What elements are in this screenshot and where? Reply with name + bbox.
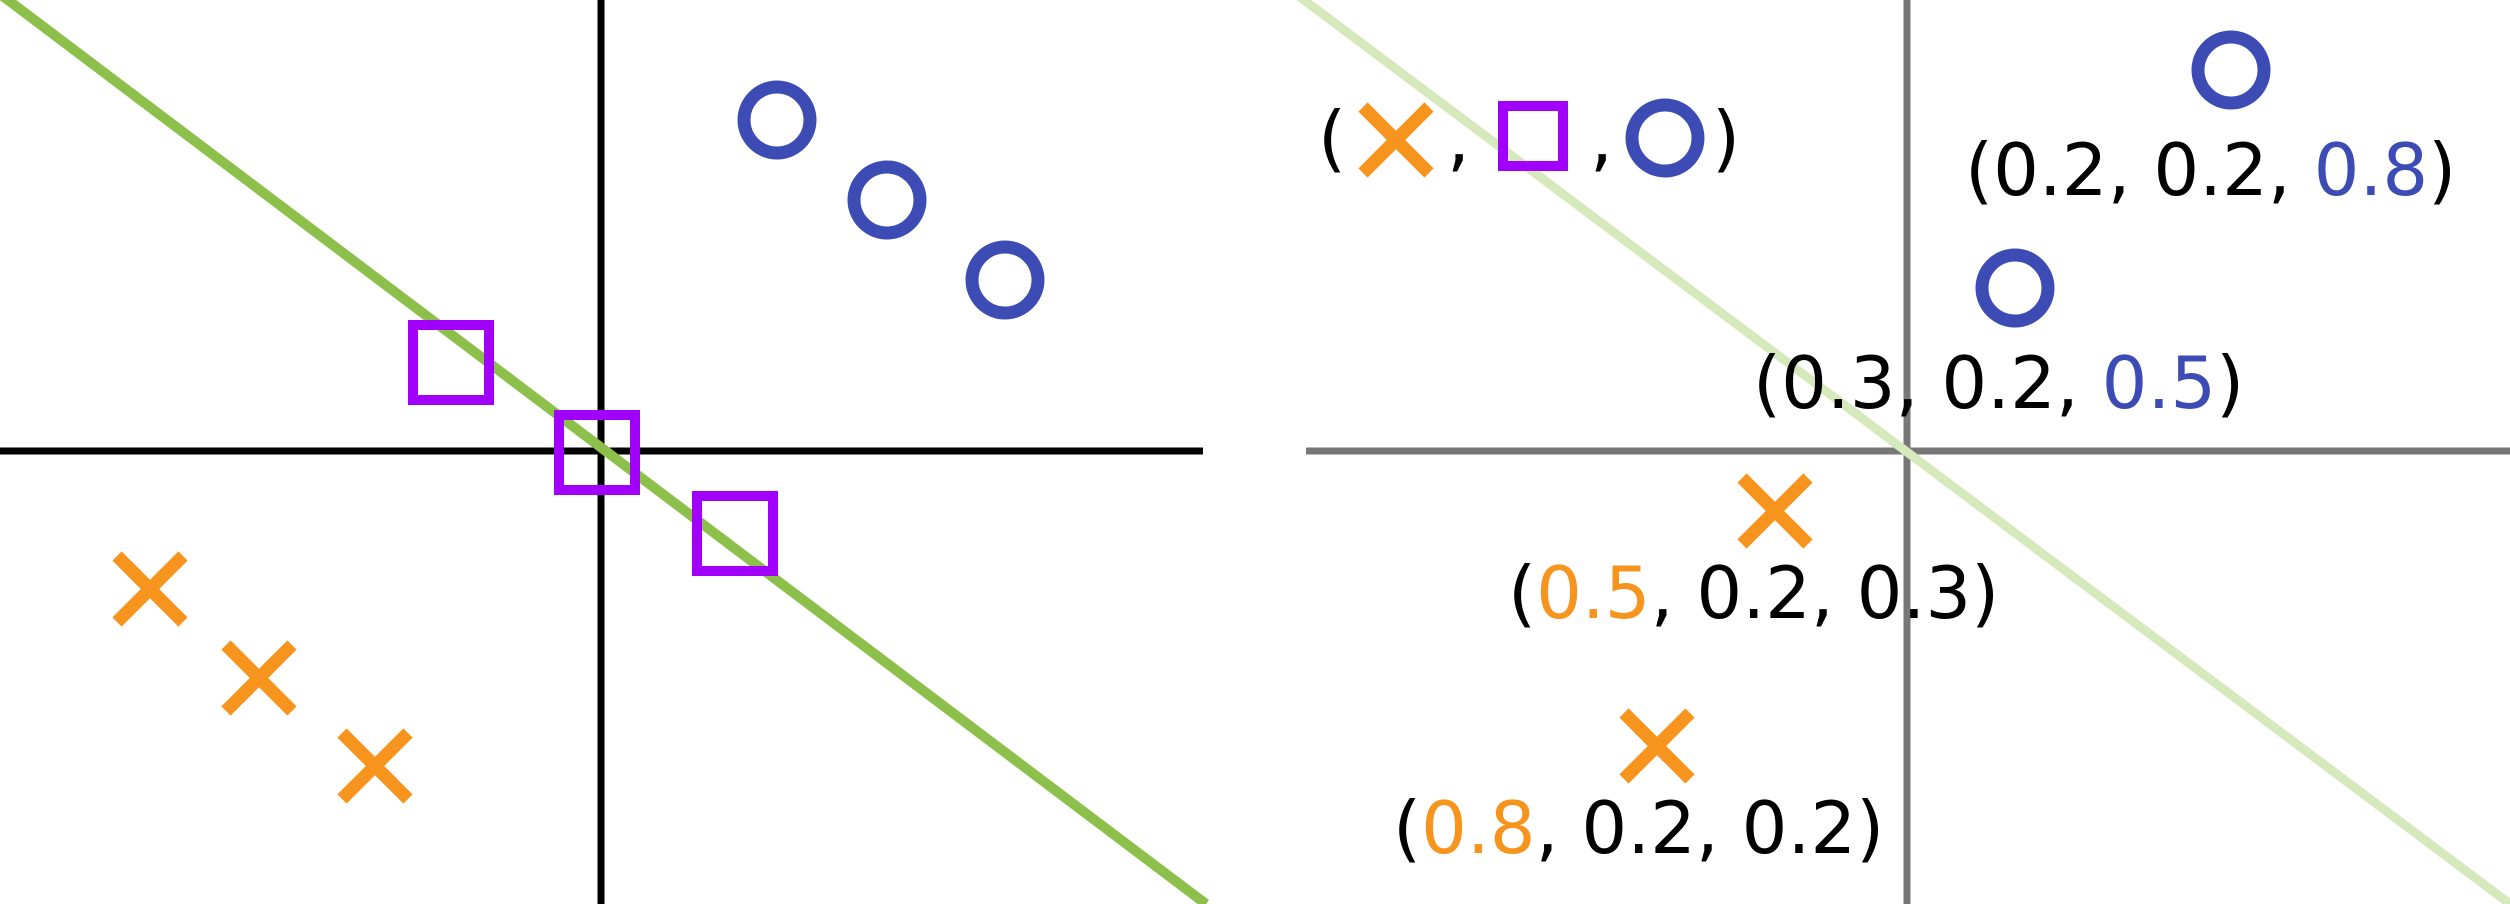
o-marker: [1975, 248, 2055, 328]
square-marker: [408, 320, 494, 405]
legend-sep-2: ,: [1590, 96, 1613, 180]
square-marker: [692, 491, 778, 576]
prob-label-x-low: (0.8, 0.2, 0.2): [1393, 786, 1884, 870]
x-marker: [112, 551, 188, 627]
x-marker: [221, 640, 297, 716]
x-marker: [1619, 708, 1695, 784]
prob-label-o-top: (0.2, 0.2, 0.8): [1965, 128, 2456, 212]
x-marker: [337, 728, 413, 804]
left-panel: [0, 0, 1210, 904]
square-marker: [554, 410, 640, 495]
legend-x-icon: [1358, 102, 1434, 178]
right-panel: ( , , ) (0.2, 0.2, 0.8) (0.3, 0.2, 0.5) …: [1296, 0, 2510, 904]
o-marker: [965, 240, 1045, 320]
legend: ( , , ): [1318, 96, 1740, 180]
left-decision-line: [0, 0, 1210, 904]
legend-sep-1: ,: [1447, 96, 1470, 180]
left-class-x-points: [112, 551, 413, 804]
left-class-o-points: [737, 80, 1045, 320]
prob-label-x-mid: (0.5, 0.2, 0.3): [1508, 551, 1999, 635]
legend-o-icon: [1625, 98, 1705, 178]
o-marker: [737, 80, 817, 160]
legend-open-paren: (: [1318, 96, 1346, 180]
legend-square-icon: [1498, 101, 1568, 171]
prob-label-o-mid: (0.3, 0.2, 0.5): [1753, 341, 2244, 425]
o-marker: [847, 160, 927, 240]
legend-close-paren: ): [1712, 96, 1740, 180]
left-class-square-points: [408, 320, 778, 576]
x-marker: [1737, 473, 1813, 549]
o-marker: [2191, 30, 2271, 110]
